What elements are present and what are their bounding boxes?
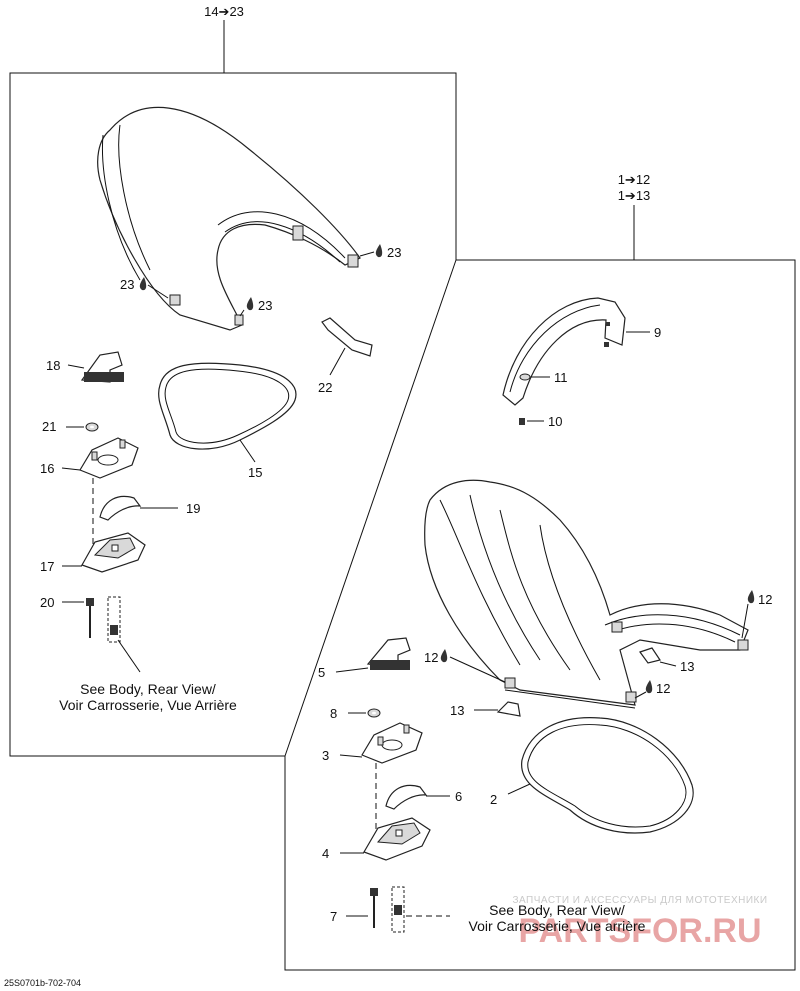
mount-plate-16 (79, 437, 139, 479)
clip-6 (385, 784, 428, 810)
right-assembly-range-1: 1➔12 (618, 172, 651, 187)
adhesive-drop-icon (440, 649, 448, 663)
part-label-22: 22 (318, 380, 332, 395)
part-label-10: 10 (548, 414, 562, 429)
part-label-2: 2 (490, 792, 497, 807)
part-label-19: 19 (186, 501, 200, 516)
adhesive-drop-icon (747, 590, 755, 604)
part-label-13-a: 13 (680, 659, 694, 674)
washer-21 (85, 422, 99, 432)
part-label-6: 6 (455, 789, 462, 804)
see-body-note-right-2: Voir Carrosserie, Vue arrière (469, 918, 646, 934)
watermark-brand: PARTSFOR.RU (518, 912, 761, 950)
screw-7 (370, 888, 378, 928)
mount-plate-3 (361, 722, 423, 764)
latch-base-4 (363, 817, 431, 861)
seal-ring-2 (521, 717, 694, 834)
drawing-code: 25S0701b-702-704 (4, 978, 81, 988)
part-label-4: 4 (322, 846, 329, 861)
part-label-17: 17 (40, 559, 54, 574)
part-label-11: 11 (554, 370, 568, 385)
part-label-7: 7 (330, 909, 337, 924)
threaded-insert (107, 596, 121, 643)
watermark-tagline: ЗАПЧАСТИ И АКСЕССУАРЫ ДЛЯ МОТОТЕХНИКИ (512, 895, 767, 906)
see-body-note-left-2: Voir Carrosserie, Vue Arrière (59, 697, 237, 713)
frame-divider-line (284, 259, 457, 757)
part-label-20: 20 (40, 595, 54, 610)
adhesive-drop-icon (246, 297, 254, 311)
see-body-note-left-1: See Body, Rear View/ (80, 681, 216, 697)
part-label-16: 16 (40, 461, 54, 476)
latch-strap (321, 317, 373, 357)
screw-20 (86, 598, 94, 638)
bumper-13-b (496, 701, 521, 717)
latch-bracket-5 (366, 637, 411, 670)
part-label-23-a: 23 (387, 245, 401, 260)
part-label-8: 8 (330, 706, 337, 721)
part-label-3: 3 (322, 748, 329, 763)
adhesive-drop-icon (645, 680, 653, 694)
adhesive-drop-icon (139, 277, 147, 291)
right-assembly-frame (284, 205, 796, 971)
part-label-15: 15 (248, 465, 262, 480)
left-assembly-range: 14➔23 (204, 4, 244, 19)
washer-8 (367, 708, 381, 718)
seal-ring-15 (158, 362, 297, 450)
bumper-13-a (639, 647, 661, 664)
grab-handle-9 (502, 297, 626, 406)
part-label-12-c: 12 (656, 681, 670, 696)
part-label-18: 18 (46, 358, 60, 373)
right-assembly-range-2: 1➔13 (618, 188, 651, 203)
washer-11 (519, 373, 531, 381)
part-label-12-b: 12 (424, 650, 438, 665)
part-label-23-c: 23 (258, 298, 272, 313)
part-label-23-b: 23 (120, 277, 134, 292)
latch-base-17 (81, 532, 146, 573)
front-seat-cover (424, 479, 749, 709)
latch-bracket-18 (80, 351, 124, 383)
see-body-note-right-1: See Body, Rear View/ (489, 902, 625, 918)
rear-seat-cover (97, 106, 361, 331)
screw-10 (519, 418, 525, 425)
left-assembly-frame (9, 20, 457, 757)
part-label-9: 9 (654, 325, 661, 340)
part-label-13-b: 13 (450, 703, 464, 718)
part-label-12-a: 12 (758, 592, 772, 607)
part-label-21: 21 (42, 419, 56, 434)
clip-19 (99, 495, 142, 521)
threaded-insert (391, 886, 405, 933)
part-label-5: 5 (318, 665, 325, 680)
adhesive-drop-icon (375, 244, 383, 258)
